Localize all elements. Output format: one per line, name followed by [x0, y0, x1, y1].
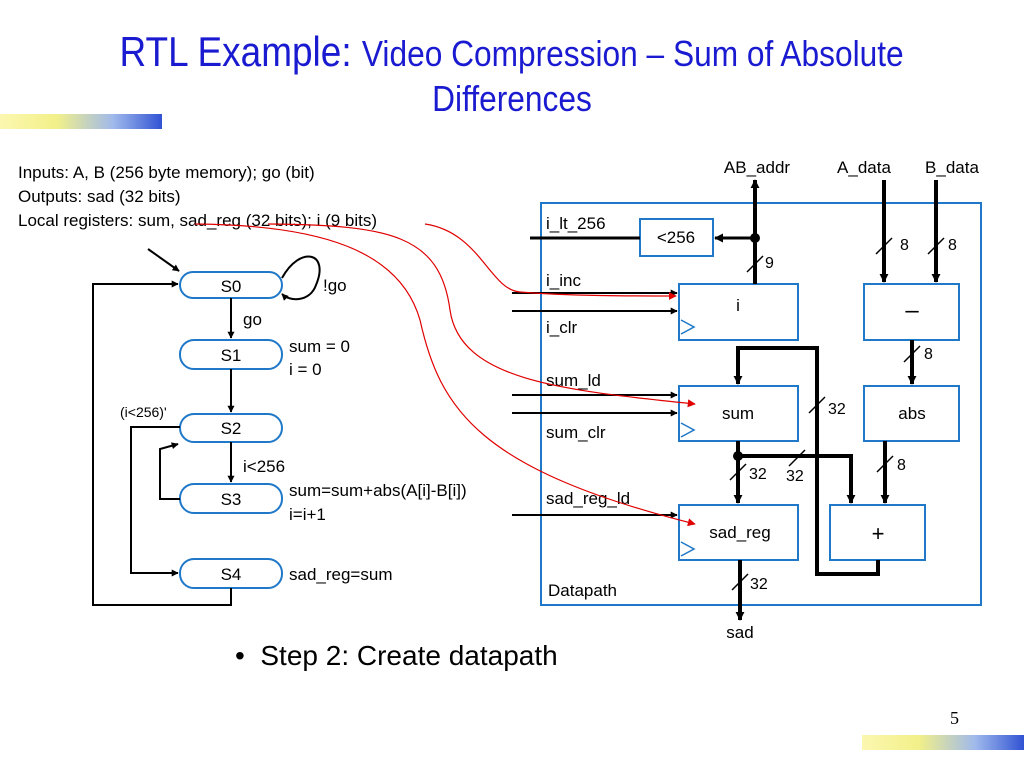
width-sum-to-add: 32 [786, 468, 804, 485]
ctrl-sum-ld: sum_ld [546, 371, 601, 390]
fsm-arrow-s4-s0 [92, 280, 232, 606]
s4-action: sad_reg=sum [289, 565, 392, 584]
fsm-label-go: go [243, 310, 262, 329]
bullet-step: • Step 2: Create datapath [235, 640, 558, 672]
ctrl-i-lt-256: i_lt_256 [546, 214, 606, 233]
wire-adder-to-sum [733, 346, 880, 576]
ctrl-i-inc: i_inc [546, 271, 581, 290]
datapath-border [540, 202, 982, 606]
datapath: Datapath AB_addr A_data B_data sad i_lt_… [512, 158, 982, 642]
clock-icon [680, 422, 696, 438]
annotation-arrow-sum [267, 223, 696, 408]
adder-label: + [872, 521, 885, 546]
s3-action-2: i=i+1 [289, 505, 326, 524]
fsm-label-i-not-lt: (i<256)' [120, 404, 167, 420]
label-a-data: A_data [837, 158, 891, 177]
register-sad-reg [678, 504, 799, 561]
clock-icon [680, 319, 696, 335]
state-s2-label: S2 [221, 419, 242, 438]
subtractor-block [863, 283, 960, 341]
slide-title: RTL Example: Video Compression – Sum of … [0, 28, 1024, 120]
width-tick [808, 396, 826, 414]
title-sub-line1: Video Compression – Sum of Absolute [362, 33, 905, 74]
state-s0-label: S0 [221, 277, 242, 296]
subtractor-label: – [905, 297, 919, 324]
width-tick [731, 573, 749, 591]
s3-action-1: sum=sum+abs(A[i]-B[i]) [289, 481, 467, 500]
label-ab-addr: AB_addr [724, 158, 790, 177]
annotation-arrow-i [424, 223, 677, 300]
decorative-bar-bottom [862, 735, 1024, 750]
width-addr: 9 [765, 255, 774, 272]
width-adder-out: 32 [828, 401, 846, 418]
annotation-arrow-sad-reg [194, 223, 696, 527]
width-tick [875, 237, 893, 255]
abs-label: abs [898, 404, 925, 423]
register-i-label: i [736, 296, 740, 315]
width-sum-out: 32 [749, 466, 767, 483]
label-sad: sad [726, 623, 753, 642]
comparator-label: <256 [657, 228, 695, 247]
width-b: 8 [948, 237, 957, 254]
register-sum-label: sum [722, 404, 754, 423]
title-sub-line2: Differences [432, 78, 592, 119]
fsm-arrow-s2-s4 [130, 426, 180, 577]
clock-icon [680, 541, 696, 557]
fsm-label-not-go: !go [323, 276, 347, 295]
state-s4-label: S4 [221, 565, 242, 584]
width-tick [729, 463, 747, 481]
fsm-label-i-lt: i<256 [243, 457, 285, 476]
width-tick [876, 455, 894, 473]
spec-outputs: Outputs: sad (32 bits) [18, 187, 181, 206]
register-i [678, 283, 799, 341]
fsm-initial-arrow [147, 248, 180, 272]
width-sub-out: 8 [924, 346, 933, 363]
s1-action-2: i = 0 [289, 360, 322, 379]
decorative-bar-top [0, 114, 162, 129]
register-sad-reg-label: sad_reg [709, 523, 770, 542]
annotation-arrows [194, 223, 696, 527]
fsm-arrow-s3-s2 [159, 442, 180, 500]
ctrl-sad-reg-ld: sad_reg_ld [546, 489, 630, 508]
abs-block [863, 385, 960, 442]
width-tick [788, 449, 806, 467]
state-s3-label: S3 [221, 490, 242, 509]
fsm-self-loop-s0 [281, 255, 321, 301]
adder-block [829, 504, 926, 561]
ctrl-sum-clr: sum_clr [546, 423, 606, 442]
width-a: 8 [900, 237, 909, 254]
comparator-block [639, 218, 714, 257]
width-abs-out: 8 [897, 457, 906, 474]
fsm: S0 !go go S1 sum = 0 i = 0 S2 i<256 S3 s… [92, 248, 467, 606]
page-number: 5 [950, 708, 959, 728]
state-s1-label: S1 [221, 346, 242, 365]
width-tick [927, 237, 945, 255]
label-b-data: B_data [925, 158, 979, 177]
spec-text: Inputs: A, B (256 byte memory); go (bit)… [18, 161, 377, 233]
bullet-dot: • [235, 640, 261, 671]
width-tick [903, 345, 921, 363]
spec-locals: Local registers: sum, sad_reg (32 bits);… [18, 211, 378, 230]
ctrl-i-clr: i_clr [546, 318, 578, 337]
width-tick [746, 255, 764, 273]
register-sum [678, 385, 799, 442]
datapath-label: Datapath [548, 581, 617, 600]
title-main: RTL Example: [119, 28, 353, 75]
spec-inputs: Inputs: A, B (256 byte memory); go (bit) [18, 163, 315, 182]
wire-sum-to-adder [738, 454, 856, 504]
s1-action-1: sum = 0 [289, 337, 350, 356]
bullet-text: Step 2: Create datapath [260, 640, 558, 671]
width-sad-out: 32 [750, 576, 768, 593]
